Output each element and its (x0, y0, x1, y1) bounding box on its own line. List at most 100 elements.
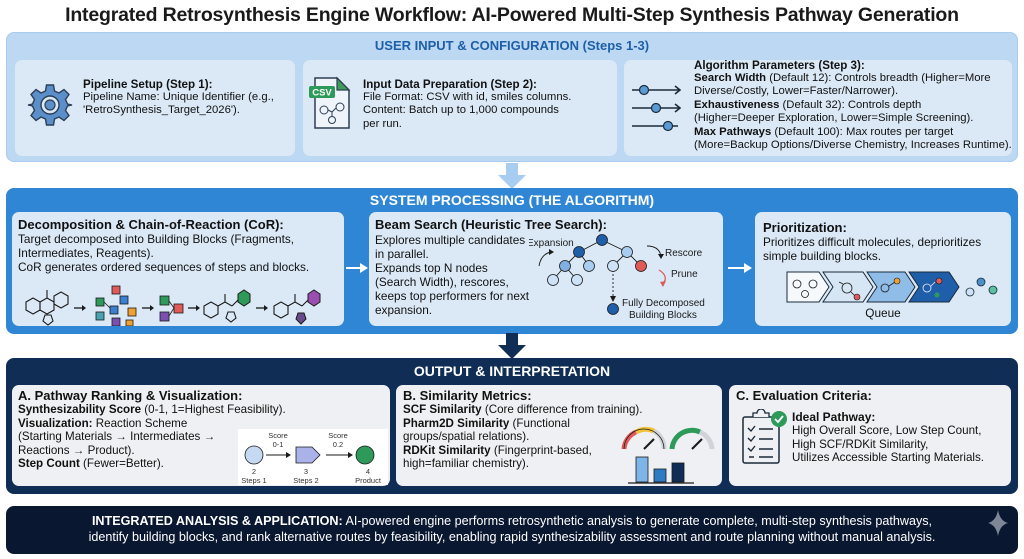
system-processing-section: SYSTEM PROCESSING (THE ALGORITHM) Decomp… (6, 188, 1018, 334)
score-line: Synthesizability Score (0-1, 1=Highest F… (18, 403, 286, 416)
intermediate-blocks-icon (159, 295, 184, 322)
csv-file-icon: CSV (309, 76, 351, 129)
beam-search-line: Expands top N nodes (375, 261, 488, 275)
queue-item (908, 271, 960, 303)
similarity-title: B. Similarity Metrics: (403, 388, 532, 403)
prioritization-line: simple building blocks. (763, 249, 882, 263)
similarity-metrics-card: B. Similarity Metrics: SCF Similarity (C… (396, 385, 722, 486)
pruned-tree-node (635, 260, 647, 272)
label-rescore: Rescore (665, 248, 703, 259)
tree-node (583, 260, 595, 272)
step-count-line: Step Count (Fewer=Better). (18, 457, 164, 471)
output-heading: OUTPUT & INTERPRETATION (413, 363, 611, 379)
clipboard-checklist-icon (742, 409, 787, 464)
rdkit-line: RDKit Similarity (Fingerprint-based, (403, 443, 592, 457)
similarity-bar (635, 456, 649, 483)
input-data-line: Content: Batch up to 1,000 compounds (363, 104, 559, 117)
input-data-line: per run. (363, 117, 402, 130)
tree-node (559, 260, 571, 272)
label-prune: Prune (671, 269, 698, 280)
score-label: Score (268, 431, 288, 440)
beam-search-line: expansion. (375, 303, 433, 317)
tree-node (596, 234, 608, 246)
similarity-bar (671, 462, 685, 483)
check-circle-icon (771, 411, 787, 427)
evaluation-line: High Overall Score, Low Step Count, (792, 424, 982, 437)
evaluation-line: Utilizes Accessible Starting Materials. (792, 451, 985, 465)
param-exhaustiveness: Exhaustiveness (Default 32): Controls de… (694, 98, 922, 111)
algorithm-params-title: Algorithm Parameters (Step 3): (694, 59, 865, 72)
tree-node (607, 303, 619, 315)
node-label: Steps 2 (293, 476, 318, 485)
visualization-line: (Starting Materials → Intermediates → (18, 430, 216, 444)
queue-item (866, 271, 916, 303)
sliders-icon (632, 84, 682, 132)
param-line: (Higher=Deeper Exploration, Lower=Simple… (694, 112, 974, 125)
decomposition-line: Intermediates, Reagents). (18, 246, 154, 260)
node-number: 4 (366, 467, 370, 476)
beam-search-line: (Search Width), rescores, (375, 275, 509, 289)
beam-search-tree-diagram: Expansion Rescore Prune Fully Decomposed… (529, 234, 705, 321)
tree-node (621, 246, 633, 258)
prioritization-card: Prioritization: Prioritizes difficult mo… (755, 212, 1011, 326)
rdkit-line: high=familiar chemistry). (403, 457, 529, 471)
flow-arrow-down-icon (498, 163, 526, 189)
pharm-line: groups/spatial relations). (403, 430, 530, 444)
pathway-ranking-card: A. Pathway Ranking & Visualization: Synt… (12, 385, 390, 486)
integrated-analysis-footer: INTEGRATED ANALYSIS & APPLICATION: AI-po… (6, 506, 1018, 554)
system-processing-heading: SYSTEM PROCESSING (THE ALGORITHM) (369, 192, 655, 208)
flow-arrow-down-icon (498, 333, 526, 359)
label-building-blocks: Building Blocks (629, 310, 697, 321)
beam-search-line: in parallel. (375, 247, 429, 261)
user-input-heading: USER INPUT & CONFIGURATION (Steps 1-3) (374, 38, 650, 53)
param-line: (More=Backup Options/Diverse Chemistry, … (694, 139, 1012, 152)
tree-node (547, 274, 559, 286)
flow-arrow-right-icon (346, 263, 368, 273)
param-max-pathways: Max Pathways (Default 100): Max routes p… (694, 125, 954, 138)
pipeline-setup-line: 'RetroSynthesis_Target_2026'). (83, 104, 240, 117)
node-label: Steps 1 (241, 476, 266, 485)
pipeline-setup-title: Pipeline Setup (Step 1): (83, 78, 213, 91)
label-fully-decomposed: Fully Decomposed (622, 298, 705, 309)
pipeline-setup-line: Pipeline Name: Unique Identifier (e.g., (83, 91, 274, 103)
score-value: 0-1 (273, 440, 284, 449)
input-data-line: File Format: CSV with id, smiles columns… (363, 91, 572, 103)
target-molecule-icon (25, 290, 69, 326)
footer-line: INTEGRATED ANALYSIS & APPLICATION: AI-po… (91, 514, 933, 528)
product-node (355, 445, 375, 465)
starting-material-node (244, 445, 264, 465)
evaluation-criteria-card: C. Evaluation Criteria: Ideal Pathway: H… (729, 385, 1011, 486)
visualization-line: Reactions → Product). (18, 443, 135, 457)
queue-item (786, 271, 830, 303)
product-molecule-icon (273, 294, 309, 319)
priority-queue-diagram (786, 271, 998, 303)
pathway-ranking-title: A. Pathway Ranking & Visualization: (18, 388, 243, 403)
sparkle-icon (988, 510, 1008, 536)
decomposition-line: Target decomposed into Building Blocks (… (18, 232, 295, 246)
param-search-width: Search Width (Default 12): Controls brea… (694, 72, 991, 84)
similarity-gauges-bars-icon (621, 426, 715, 484)
tree-node (573, 246, 585, 258)
gauge-icon (621, 426, 667, 450)
beam-search-line: keeps top performers for next (375, 289, 530, 303)
evaluation-title: C. Evaluation Criteria: (736, 388, 872, 403)
gear-icon (27, 84, 73, 126)
pipeline-setup-card: Pipeline Setup (Step 1): Pipeline Name: … (15, 60, 295, 156)
output-section: OUTPUT & INTERPRETATION A. Pathway Ranki… (6, 358, 1018, 494)
node-number: 3 (304, 467, 308, 476)
scf-line: SCF Similarity (Core difference from tra… (403, 403, 643, 416)
queue-item (822, 271, 874, 303)
csv-label: CSV (312, 88, 332, 99)
prioritization-line: Prioritizes difficult molecules, deprior… (763, 235, 982, 249)
beam-search-title: Beam Search (Heuristic Tree Search): (375, 217, 607, 232)
ideal-pathway-label: Ideal Pathway: (792, 410, 876, 424)
intermediate-molecule-icon (203, 294, 239, 323)
similarity-bar (653, 468, 667, 483)
footer-line: identify building blocks, and rank alter… (88, 530, 936, 544)
node-label: Product (355, 476, 382, 485)
pharm-line: Pharm2D Similarity (Functional (403, 416, 570, 430)
input-data-title: Input Data Preparation (Step 2): (363, 78, 537, 91)
page-title: Integrated Retrosynthesis Engine Workflo… (65, 4, 959, 26)
intermediate-node (295, 446, 321, 464)
score-label: Score (328, 431, 348, 440)
